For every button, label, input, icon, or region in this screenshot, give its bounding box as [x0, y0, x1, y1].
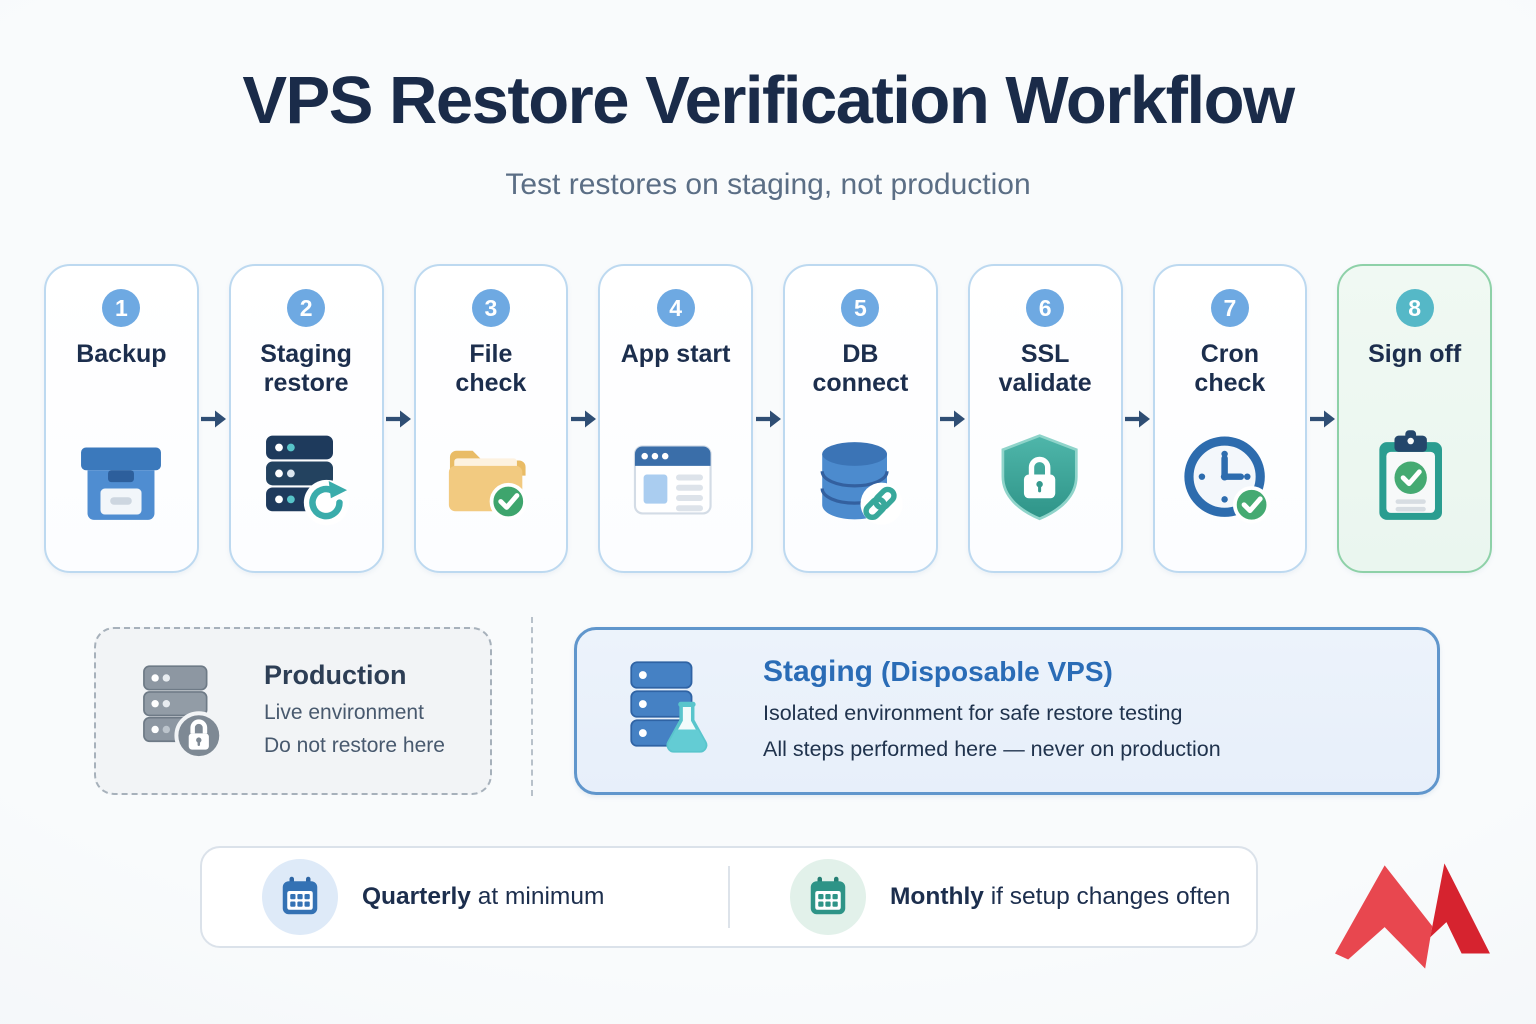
- step-label: App start: [620, 340, 731, 368]
- browser-window-icon: [622, 404, 730, 571]
- step-label: SSL validate: [998, 340, 1092, 397]
- server-refresh-icon: [252, 404, 360, 571]
- step-card-db-connect: 5 DB connect: [783, 264, 938, 573]
- cadence-quarterly: Quarterly at minimum: [202, 859, 728, 935]
- step-number-badge: 5: [841, 289, 880, 327]
- staging-environment-box: Staging(Disposable VPS) Isolated environ…: [574, 627, 1440, 795]
- cadence-divider: [728, 866, 730, 928]
- staging-line-2: All steps performed here — never on prod…: [763, 736, 1221, 761]
- step-number-badge: 3: [471, 289, 510, 327]
- calendar-icon-green: [790, 859, 866, 935]
- step-number-badge: 8: [1395, 289, 1434, 327]
- step-number-badge: 7: [1210, 289, 1249, 327]
- shield-lock-icon: [991, 404, 1099, 571]
- step-label: DB connect: [812, 340, 909, 397]
- step-card-cron-check: 7 Cron check: [1152, 264, 1308, 573]
- step-card-file-check: 3 File check: [413, 264, 569, 573]
- step-number-badge: 6: [1026, 289, 1065, 327]
- cadence-monthly-text: Monthly if setup changes often: [890, 883, 1230, 911]
- step-label: Staging restore: [260, 340, 352, 397]
- cadence-quarterly-text: Quarterly at minimum: [362, 883, 604, 911]
- staging-title-main: Staging: [763, 655, 873, 689]
- workflow-steps-row: 1 Backup 2 Staging restore: [44, 264, 1492, 573]
- staging-text-block: Staging(Disposable VPS) Isolated environ…: [763, 655, 1221, 767]
- step-number-badge: 1: [102, 289, 141, 327]
- staging-line-1: Isolated environment for safe restore te…: [763, 701, 1183, 726]
- folder-check-icon: [437, 404, 545, 571]
- calendar-icon-blue: [262, 859, 338, 935]
- step-number-badge: 2: [287, 289, 326, 327]
- step-card-sign-off: 8 Sign off: [1337, 264, 1492, 573]
- clipboard-check-icon: [1361, 404, 1469, 571]
- database-link-icon: [806, 404, 914, 571]
- page-subtitle: Test restores on staging, not production: [505, 168, 1031, 201]
- production-line-2: Do not restore here: [264, 733, 445, 757]
- production-environment-box: Production Live environment Do not resto…: [94, 627, 492, 795]
- step-card-backup: 1 Backup: [44, 264, 199, 573]
- page-title: VPS Restore Verification Workflow: [242, 63, 1295, 138]
- staging-title-suffix: (Disposable VPS): [881, 656, 1113, 688]
- clock-check-icon: [1176, 404, 1284, 571]
- cadence-monthly-rest: if setup changes often: [983, 883, 1231, 910]
- production-title: Production: [264, 659, 407, 690]
- step-card-ssl-validate: 6 SSL validate: [967, 264, 1123, 573]
- step-card-staging-restore: 2 Staging restore: [228, 264, 384, 573]
- environment-divider: [531, 617, 533, 796]
- production-line-1: Live environment: [264, 700, 424, 724]
- step-label: File check: [455, 340, 527, 397]
- step-label: Backup: [76, 340, 167, 368]
- brand-m-logo: [1334, 860, 1492, 974]
- flow-arrow-icon: [753, 264, 783, 573]
- cadence-monthly: Monthly if setup changes often: [730, 859, 1256, 935]
- step-card-app-start: 4 App start: [598, 264, 753, 573]
- staging-title: Staging(Disposable VPS): [763, 655, 1221, 689]
- production-text-block: Production Live environment Do not resto…: [264, 660, 445, 762]
- archive-box-icon: [67, 404, 175, 571]
- cadence-bar: Quarterly at minimum Monthly if setup ch…: [200, 846, 1258, 948]
- step-label: Cron check: [1194, 340, 1266, 397]
- flow-arrow-icon: [938, 264, 968, 573]
- step-number-badge: 4: [656, 289, 695, 327]
- cadence-monthly-bold: Monthly: [890, 883, 984, 910]
- cadence-quarterly-bold: Quarterly: [362, 883, 471, 910]
- step-label: Sign off: [1368, 340, 1462, 368]
- cadence-quarterly-rest: at minimum: [470, 883, 605, 910]
- flow-arrow-icon: [1307, 264, 1337, 573]
- staging-server-flask-icon: [630, 661, 708, 753]
- flow-arrow-icon: [199, 264, 229, 573]
- flow-arrow-icon: [1123, 264, 1153, 573]
- flow-arrow-icon: [384, 264, 414, 573]
- production-server-lock-icon: [143, 665, 224, 760]
- flow-arrow-icon: [568, 264, 598, 573]
